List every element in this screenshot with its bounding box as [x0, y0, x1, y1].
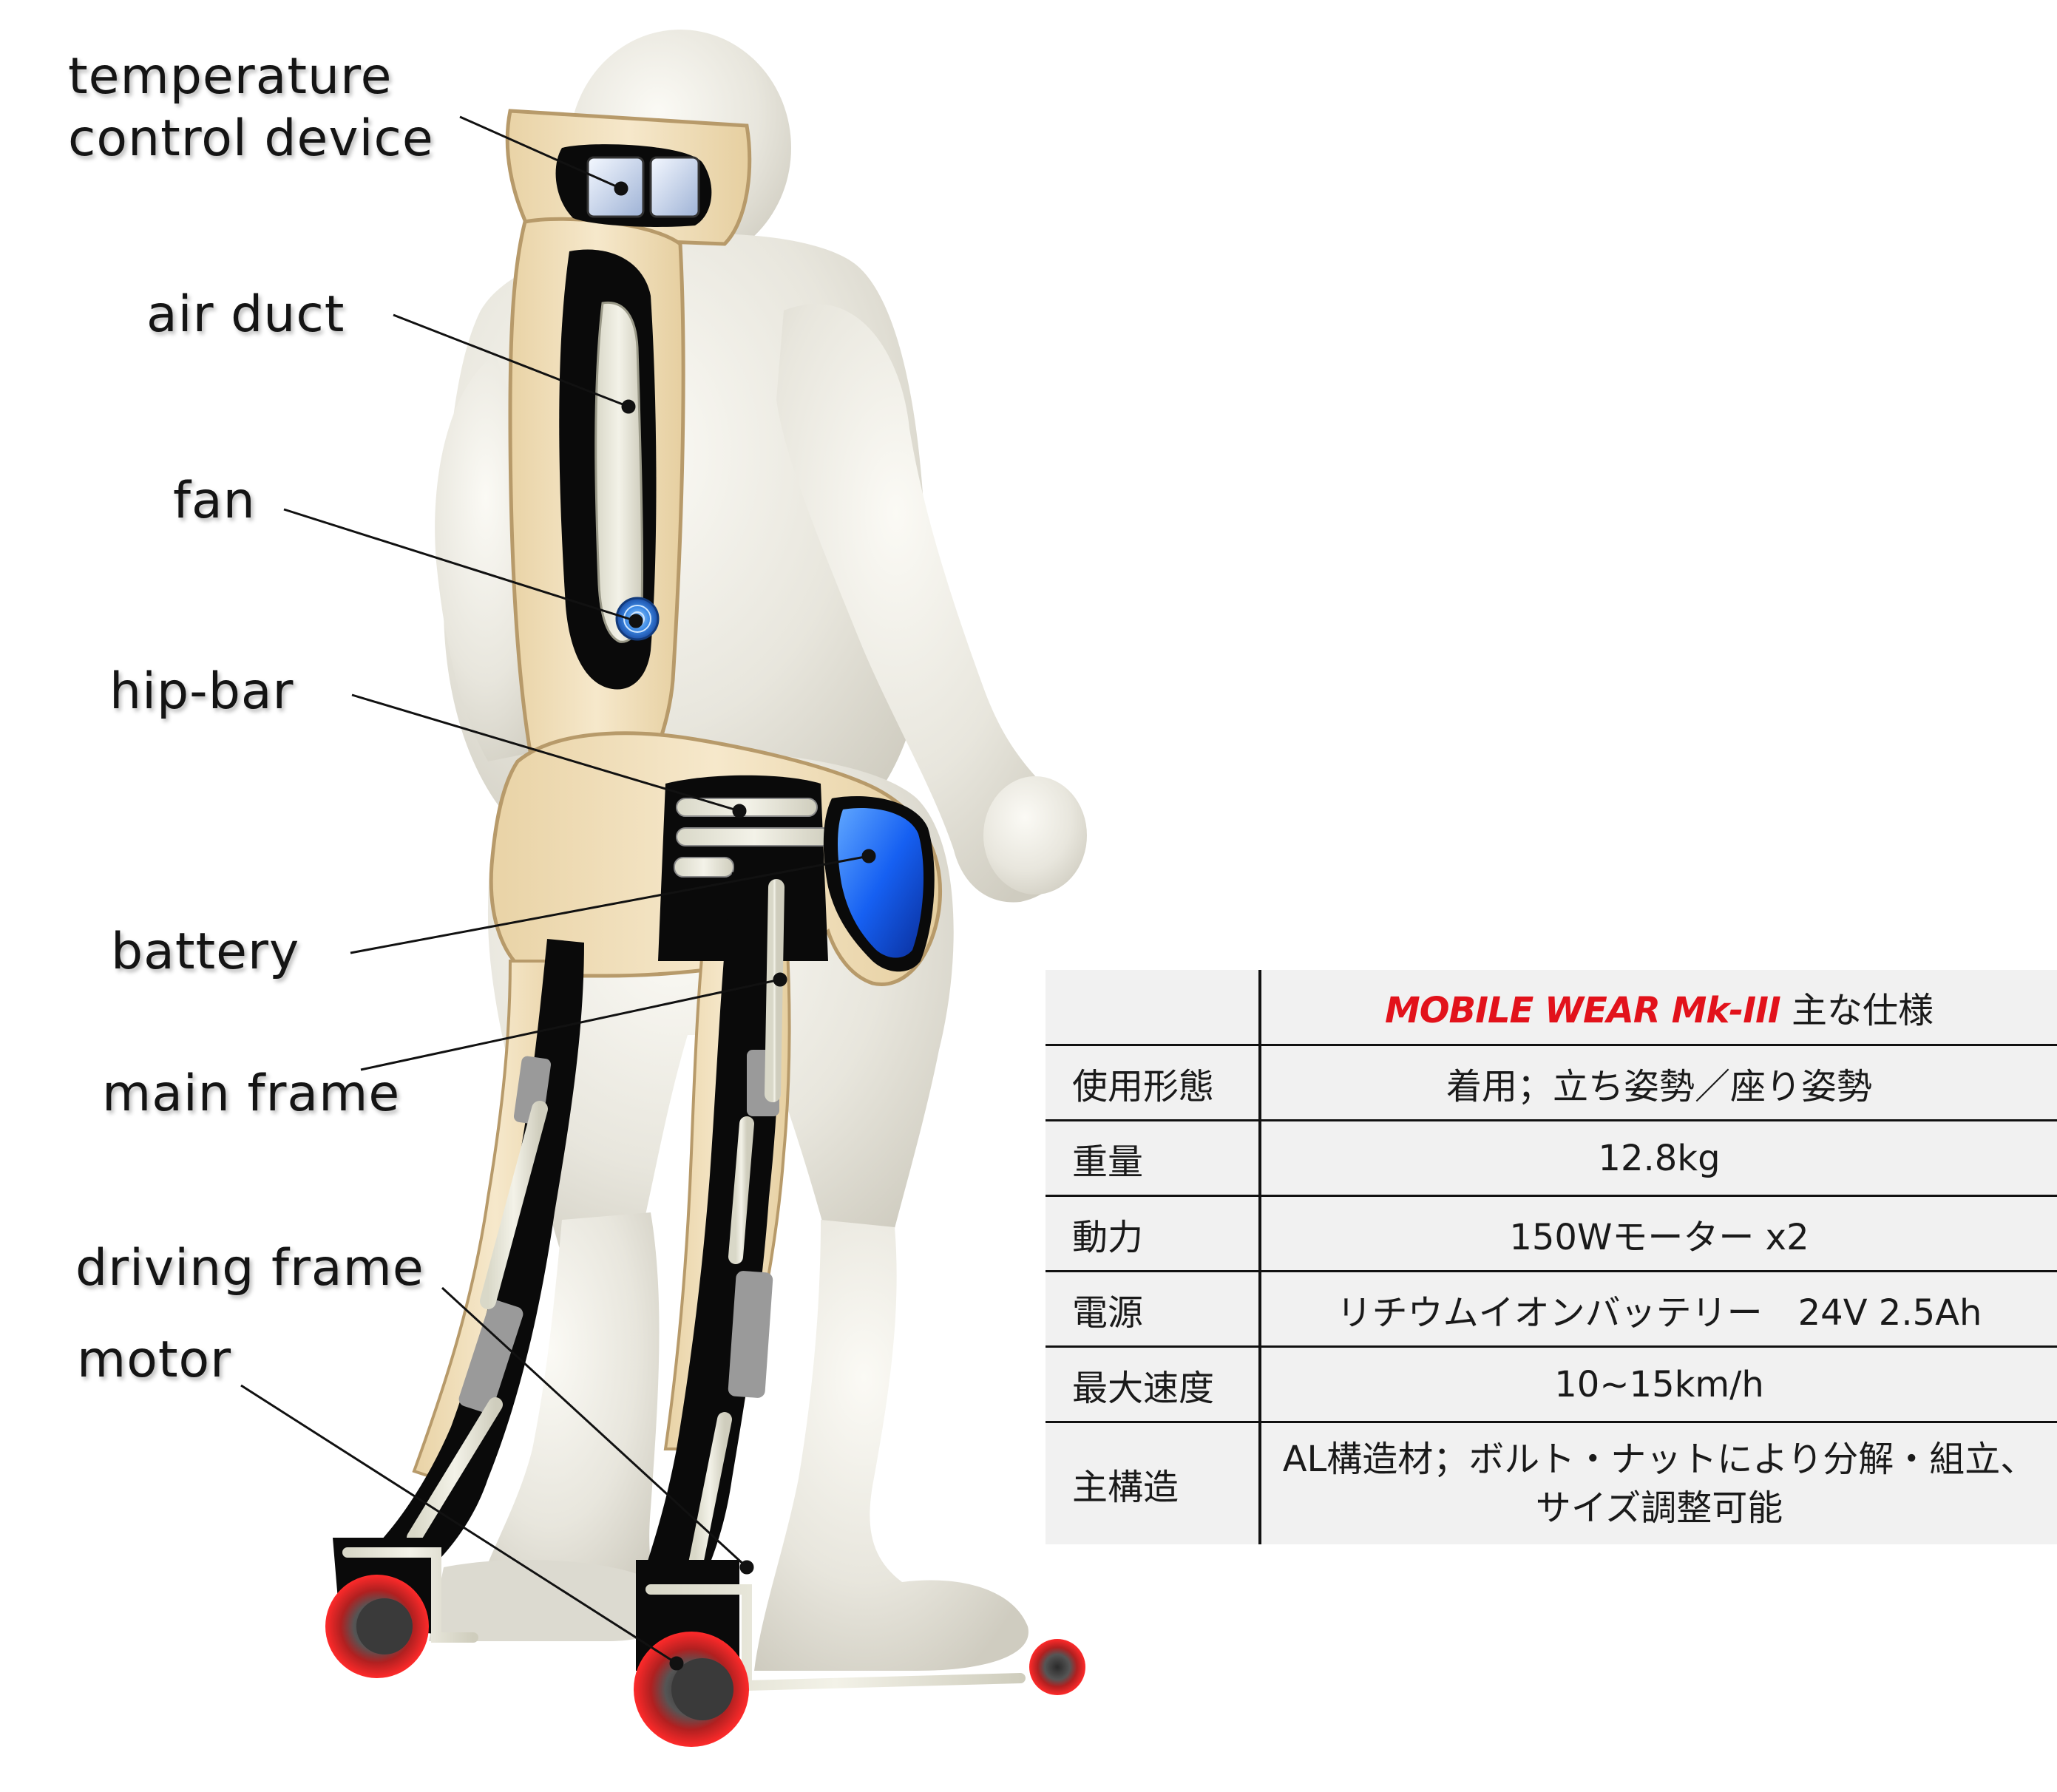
spec-label: 主構造	[1046, 1421, 1261, 1544]
label-fan: fan	[173, 472, 256, 530]
spec-label: 使用形態	[1046, 1044, 1261, 1121]
label-motor: motor	[77, 1331, 232, 1389]
spec-label: 動力	[1046, 1195, 1261, 1272]
label-main-frame: main frame	[102, 1065, 401, 1123]
leader-lines	[240, 115, 876, 1671]
spec-header-empty	[1046, 970, 1261, 1045]
spec-row: 使用形態 着用；立ち姿勢／座り姿勢	[1046, 1044, 2057, 1121]
spec-title-brand: MOBILE WEAR Mk-III	[1384, 990, 1781, 1031]
label-air-duct: air duct	[146, 285, 345, 344]
label-battery: battery	[111, 923, 300, 981]
main-frame	[370, 872, 784, 1597]
spec-label: 電源	[1046, 1270, 1261, 1347]
temperature-control-device	[555, 144, 712, 227]
spec-value: AL構造材；ボルト・ナットにより分解・組立、 サイズ調整可能	[1260, 1421, 2057, 1544]
spec-label: 最大速度	[1046, 1345, 1261, 1422]
spec-title: MOBILE WEAR Mk-III 主な仕様	[1260, 970, 2057, 1045]
spec-row: 重量 12.8kg	[1046, 1119, 2057, 1196]
spec-value: リチウムイオンバッテリー 24V 2.5Ah	[1260, 1270, 2057, 1347]
spec-row: 動力 150Wモーター x2	[1046, 1195, 2057, 1272]
spec-table: MOBILE WEAR Mk-III 主な仕様 使用形態 着用；立ち姿勢／座り姿…	[1046, 970, 2057, 1544]
spec-value: 12.8kg	[1260, 1119, 2057, 1196]
label-hip-bar: hip-bar	[109, 662, 294, 721]
spec-row: 主構造 AL構造材；ボルト・ナットにより分解・組立、 サイズ調整可能	[1046, 1421, 2057, 1544]
spec-value: 10~15km/h	[1260, 1345, 2057, 1422]
spec-title-suffix: 主な仕様	[1780, 990, 1934, 1031]
spec-row: 電源 リチウムイオンバッテリー 24V 2.5Ah	[1046, 1270, 2057, 1347]
spec-value: 150Wモーター x2	[1260, 1195, 2057, 1272]
battery-icon	[823, 795, 935, 972]
label-temperature-control-device: temperature control device	[68, 47, 434, 168]
spec-row: 最大速度 10~15km/h	[1046, 1345, 2057, 1422]
spec-label: 重量	[1046, 1119, 1261, 1196]
air-duct	[559, 249, 657, 690]
wheel-icon	[325, 1575, 1085, 1747]
spec-value: 着用；立ち姿勢／座り姿勢	[1260, 1044, 2057, 1121]
label-driving-frame: driving frame	[75, 1239, 424, 1297]
spec-header-row: MOBILE WEAR Mk-III 主な仕様	[1046, 970, 2057, 1045]
